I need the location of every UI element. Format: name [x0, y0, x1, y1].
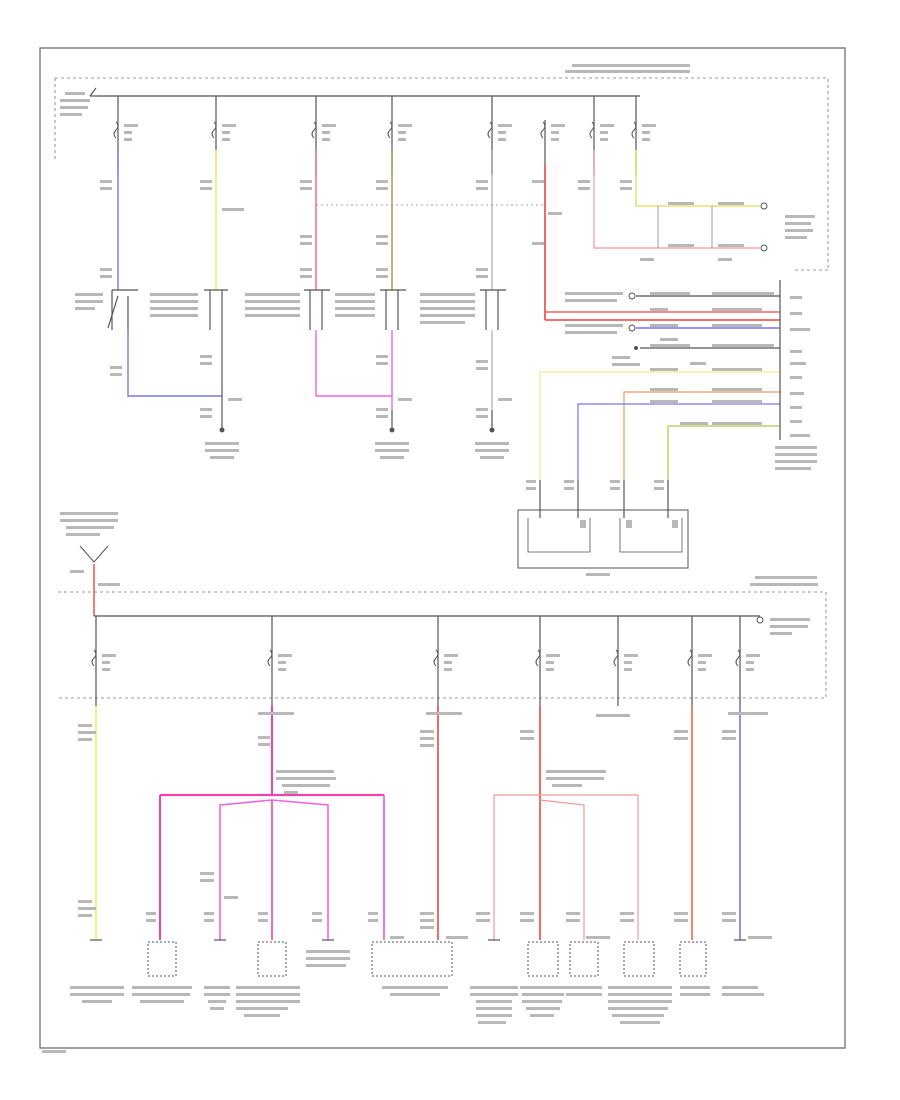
component-10 — [608, 941, 672, 1024]
component-2 — [132, 941, 192, 1003]
bottom-fuses — [91, 616, 760, 717]
component-4 — [236, 941, 300, 1017]
ground-2 — [375, 398, 412, 459]
top-wires — [100, 150, 815, 410]
pin-row-1 — [565, 292, 802, 302]
ground-3 — [475, 398, 512, 459]
bottom-fuse-6 — [687, 616, 712, 706]
component-7 — [470, 939, 518, 1024]
bottom-fuse-7 — [735, 616, 760, 706]
component-9 — [566, 936, 610, 996]
bottom-fuse-2 — [267, 616, 292, 706]
pin-row-8 — [667, 420, 810, 480]
pin-row-2 — [545, 308, 802, 315]
ground-1 — [200, 398, 242, 459]
component-3 — [204, 939, 230, 1010]
relay-5 — [420, 289, 506, 330]
component-1 — [70, 939, 124, 1003]
component-5 — [306, 939, 350, 967]
component-8 — [520, 941, 568, 1017]
component-6 — [371, 936, 468, 996]
pin-row-5 — [539, 356, 806, 480]
fuse-6 — [540, 120, 565, 165]
pin-row-7 — [577, 400, 802, 480]
bottom-components — [70, 936, 772, 1024]
top-fuses — [113, 96, 656, 175]
relay-2 — [150, 289, 228, 330]
bottom-power-bus — [94, 615, 810, 635]
pin-row-3 — [565, 324, 810, 334]
component-11 — [679, 941, 710, 996]
top-fuse-box — [54, 64, 829, 271]
relay-3 — [245, 289, 330, 330]
relay-4 — [335, 289, 406, 330]
top-grounds — [200, 398, 512, 459]
top-relays — [75, 289, 506, 330]
bottom-wires — [78, 706, 768, 940]
bottom-fuse-3 — [433, 616, 458, 706]
bottom-fuse-1 — [91, 616, 116, 706]
page-label-mark — [42, 1050, 66, 1053]
bottom-fuse-5 — [596, 616, 638, 717]
bottom-fuse-box — [58, 512, 827, 699]
block-outline — [775, 280, 817, 470]
pin-row-4 — [634, 338, 802, 353]
pin-row-6 — [623, 388, 804, 480]
component-12 — [722, 936, 772, 996]
top-power-bus — [89, 87, 640, 97]
right-connector-block — [539, 280, 817, 480]
center-module — [517, 480, 689, 576]
bottom-fuse-4 — [535, 616, 560, 706]
diagram-frame — [39, 47, 846, 1049]
relay-1 — [75, 289, 138, 330]
